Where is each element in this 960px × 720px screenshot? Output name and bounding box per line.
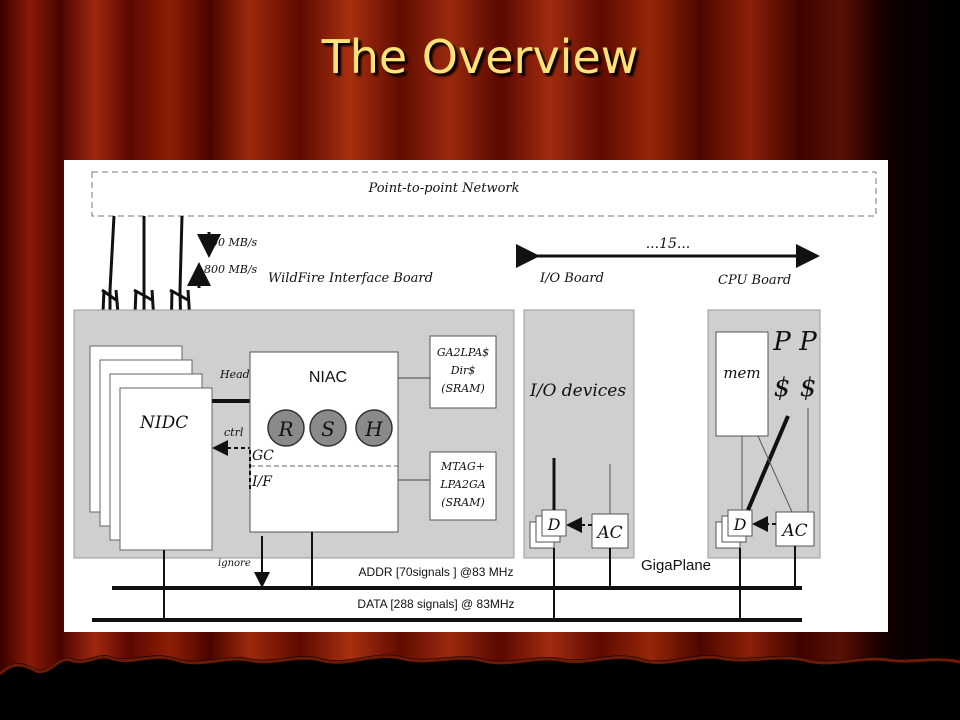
cpu-cache2-label: $ bbox=[800, 373, 817, 403]
bandwidth-up-label: 800 MB/s bbox=[204, 263, 258, 276]
architecture-diagram: Point-to-point Network 800 MB/s 800 MB/s… bbox=[64, 160, 888, 632]
cpu-p2-label: P bbox=[798, 327, 817, 357]
unit-h-label: H bbox=[364, 417, 383, 441]
cpu-d-label: D bbox=[733, 515, 747, 534]
addr-bus-label: ADDR [70signals ] @83 MHz bbox=[359, 565, 514, 579]
nidc-stack bbox=[89, 345, 213, 551]
wildfire-board-label: WildFire Interface Board bbox=[268, 271, 433, 286]
ga2lpa-box bbox=[429, 335, 497, 409]
if-label: I/F bbox=[251, 474, 273, 490]
cpu-cache1-label: $ bbox=[774, 373, 791, 403]
sram2-label: (SRAM) bbox=[441, 496, 485, 509]
gigaplane-label: GigaPlane bbox=[641, 557, 711, 574]
mem-box bbox=[715, 331, 769, 437]
io-d-label: D bbox=[547, 515, 561, 534]
slide-title: The Overview bbox=[321, 30, 639, 84]
network-label: Point-to-point Network bbox=[367, 181, 519, 196]
cpu-internal-links bbox=[741, 408, 809, 513]
dir-label: Dir$ bbox=[450, 364, 476, 377]
cpu-to-d bbox=[746, 415, 790, 511]
head-label: Head bbox=[219, 368, 250, 381]
io-d-stack bbox=[529, 509, 567, 549]
ga2lpa-label: GA2LPA$ bbox=[437, 346, 489, 359]
cpu-board-label: CPU Board bbox=[718, 273, 791, 288]
unit-s-label: S bbox=[321, 417, 335, 441]
sram1-label: (SRAM) bbox=[441, 382, 485, 395]
lpa2ga-label: LPA2GA bbox=[439, 478, 485, 491]
mtag-box bbox=[429, 451, 497, 521]
mem-label: mem bbox=[723, 364, 760, 382]
nidc-label: NIDC bbox=[139, 413, 188, 433]
ignore-label: ignore bbox=[218, 558, 251, 569]
data-bus-label: DATA [288 signals] @ 83MHz bbox=[357, 597, 514, 611]
bandwidth-down-label: 800 MB/s bbox=[204, 236, 258, 249]
io-ac-label: AC bbox=[595, 523, 622, 543]
io-devices-label: I/O devices bbox=[529, 381, 626, 401]
gc-label: GC bbox=[252, 448, 274, 464]
niac-label: NIAC bbox=[309, 369, 347, 386]
network-box bbox=[91, 171, 877, 217]
mtag-label: MTAG+ bbox=[440, 460, 485, 473]
cpu-p1-label: P bbox=[772, 327, 791, 357]
niac-units bbox=[267, 409, 393, 447]
bus-drops bbox=[163, 532, 796, 620]
curtain-fringe bbox=[0, 654, 960, 720]
ctrl-label: ctrl bbox=[224, 426, 244, 439]
cpu-ac-label: AC bbox=[780, 521, 807, 541]
range-label: ...15... bbox=[646, 236, 691, 252]
io-board-label: I/O Board bbox=[539, 271, 604, 286]
cpu-d-stack bbox=[715, 509, 753, 549]
unit-r-label: R bbox=[277, 417, 293, 441]
